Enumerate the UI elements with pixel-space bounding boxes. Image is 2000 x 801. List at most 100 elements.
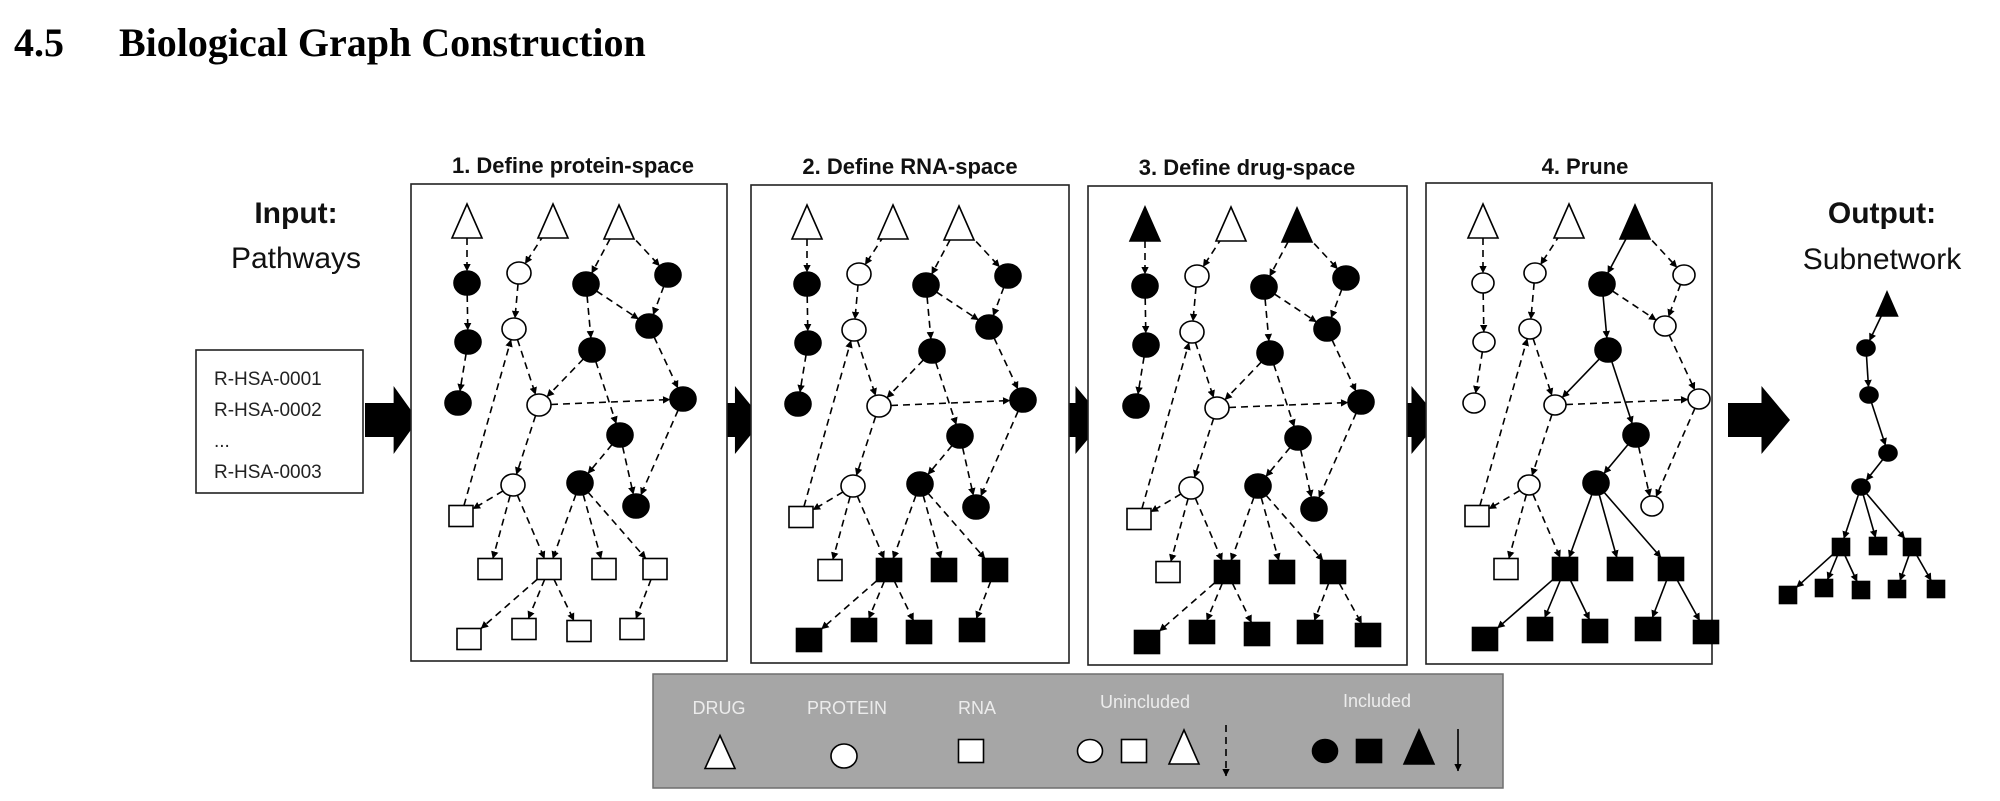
included-rna-node bbox=[1634, 616, 1662, 642]
included-rna-node bbox=[1268, 559, 1296, 585]
included-edge bbox=[1602, 295, 1611, 339]
included-rna-node bbox=[1354, 622, 1382, 648]
input-pathway-item: R-HSA-0001 bbox=[214, 369, 322, 390]
included-protein-node bbox=[606, 422, 634, 448]
unincluded-rna-node bbox=[788, 505, 814, 529]
unincluded-rna-node bbox=[1155, 560, 1181, 584]
unincluded-drug-node bbox=[876, 203, 910, 240]
unincluded-edge bbox=[1473, 351, 1484, 394]
unincluded-edge bbox=[1643, 231, 1678, 268]
panel-title: 1. Define protein-space bbox=[452, 153, 694, 178]
unincluded-rna-node bbox=[511, 617, 537, 641]
included-protein-node bbox=[669, 386, 697, 412]
included-protein-node bbox=[784, 391, 812, 417]
included-protein-node bbox=[1622, 422, 1650, 448]
unincluded-edge bbox=[980, 410, 1019, 497]
included-edge bbox=[1607, 238, 1627, 274]
included-protein-node bbox=[572, 271, 600, 297]
unincluded-rna-node bbox=[536, 557, 562, 581]
unincluded-edge bbox=[975, 581, 992, 619]
included-protein-node bbox=[1588, 271, 1616, 297]
included-edge bbox=[1568, 494, 1593, 558]
unincluded-protein-node bbox=[1672, 264, 1696, 286]
output-block: Output: Subnetwork bbox=[1778, 197, 1962, 605]
unincluded-protein-node bbox=[1640, 495, 1664, 517]
included-rna-node bbox=[905, 619, 933, 645]
included-rna-node bbox=[1188, 619, 1216, 645]
panel-edges bbox=[1473, 231, 1701, 629]
unincluded-rna-node bbox=[566, 619, 592, 643]
unincluded-edge bbox=[1228, 399, 1349, 409]
panel-nodes bbox=[444, 202, 697, 651]
unincluded-edge bbox=[1231, 583, 1253, 623]
unincluded-edge bbox=[992, 287, 1005, 317]
included-rna-node bbox=[1526, 616, 1554, 642]
included-protein-node bbox=[622, 493, 650, 519]
included-edge bbox=[1598, 494, 1619, 558]
unincluded-protein-node bbox=[840, 474, 866, 498]
panel-title: 2. Define RNA-space bbox=[802, 154, 1017, 179]
unincluded-edge bbox=[587, 491, 647, 560]
legend-unincluded-label: Unincluded bbox=[1100, 692, 1190, 712]
panel-protein-space: 1. Define protein-space bbox=[410, 153, 728, 662]
unincluded-edge bbox=[511, 283, 520, 319]
unincluded-protein-node bbox=[1204, 396, 1230, 420]
panel-frame bbox=[1425, 182, 1713, 665]
input-pathway-item: ... bbox=[214, 431, 230, 452]
subnetwork-protein-node bbox=[1878, 444, 1898, 462]
subnetwork-rna-node bbox=[1851, 580, 1871, 600]
unincluded-protein-node bbox=[846, 262, 872, 286]
included-rna-node bbox=[1213, 559, 1241, 585]
unincluded-edge bbox=[927, 444, 953, 476]
included-protein-node bbox=[1284, 425, 1312, 451]
included-edge bbox=[1544, 580, 1561, 618]
unincluded-edge bbox=[803, 295, 812, 332]
unincluded-edge bbox=[1193, 418, 1215, 478]
panel-edges bbox=[457, 231, 679, 630]
panel-frame bbox=[410, 183, 728, 662]
subnetwork-edge bbox=[1865, 492, 1906, 540]
subnetwork-nodes bbox=[1778, 290, 1946, 605]
unincluded-edge bbox=[463, 294, 472, 331]
panel-title: 3. Define drug-space bbox=[1139, 155, 1355, 180]
included-rna-node bbox=[1243, 621, 1271, 647]
unincluded-edge bbox=[820, 580, 878, 630]
subnetwork-edge bbox=[1862, 494, 1878, 538]
unincluded-edge bbox=[1202, 237, 1223, 268]
included-protein-node bbox=[1250, 274, 1278, 300]
unincluded-protein-node bbox=[1178, 476, 1204, 500]
unincluded-edge bbox=[587, 443, 613, 475]
unincluded-edge bbox=[1158, 582, 1216, 632]
subnetwork-edge bbox=[1916, 555, 1932, 581]
subnetwork-edge bbox=[1842, 494, 1860, 539]
unincluded-rna-node bbox=[1493, 557, 1519, 581]
included-rna-node bbox=[1606, 556, 1634, 582]
unincluded-protein-node bbox=[1462, 392, 1486, 414]
unincluded-edge bbox=[1331, 339, 1357, 392]
unincluded-edge bbox=[993, 337, 1019, 390]
unincluded-edge bbox=[1305, 234, 1339, 270]
legend-label-protein: PROTEIN bbox=[807, 698, 887, 718]
unincluded-edge bbox=[1141, 342, 1191, 509]
unincluded-rna-node bbox=[817, 558, 843, 582]
included-protein-node bbox=[918, 338, 946, 364]
included-rna-node bbox=[1692, 619, 1720, 645]
output-heading: Output: bbox=[1828, 197, 1936, 230]
unincluded-edge bbox=[1539, 234, 1561, 265]
subnetwork-rna-node bbox=[1831, 537, 1851, 557]
unincluded-protein-node bbox=[500, 473, 526, 497]
included-rna-node bbox=[1657, 556, 1685, 582]
legend-square-icon bbox=[957, 738, 985, 764]
section-title: Biological Graph Construction bbox=[119, 20, 646, 65]
unincluded-edge bbox=[856, 340, 877, 396]
step-panels: 1. Define protein-space 2. Define RNA-spa… bbox=[410, 153, 1720, 666]
included-protein-node bbox=[912, 272, 940, 298]
unincluded-edge bbox=[595, 361, 618, 424]
included-edge bbox=[1569, 580, 1591, 620]
included-drug-node bbox=[1128, 205, 1162, 242]
included-protein-node bbox=[654, 262, 682, 288]
panel-nodes bbox=[1462, 202, 1720, 652]
output-subnetwork bbox=[1778, 290, 1946, 605]
unincluded-edge bbox=[1637, 446, 1652, 497]
unincluded-edge bbox=[457, 353, 467, 392]
